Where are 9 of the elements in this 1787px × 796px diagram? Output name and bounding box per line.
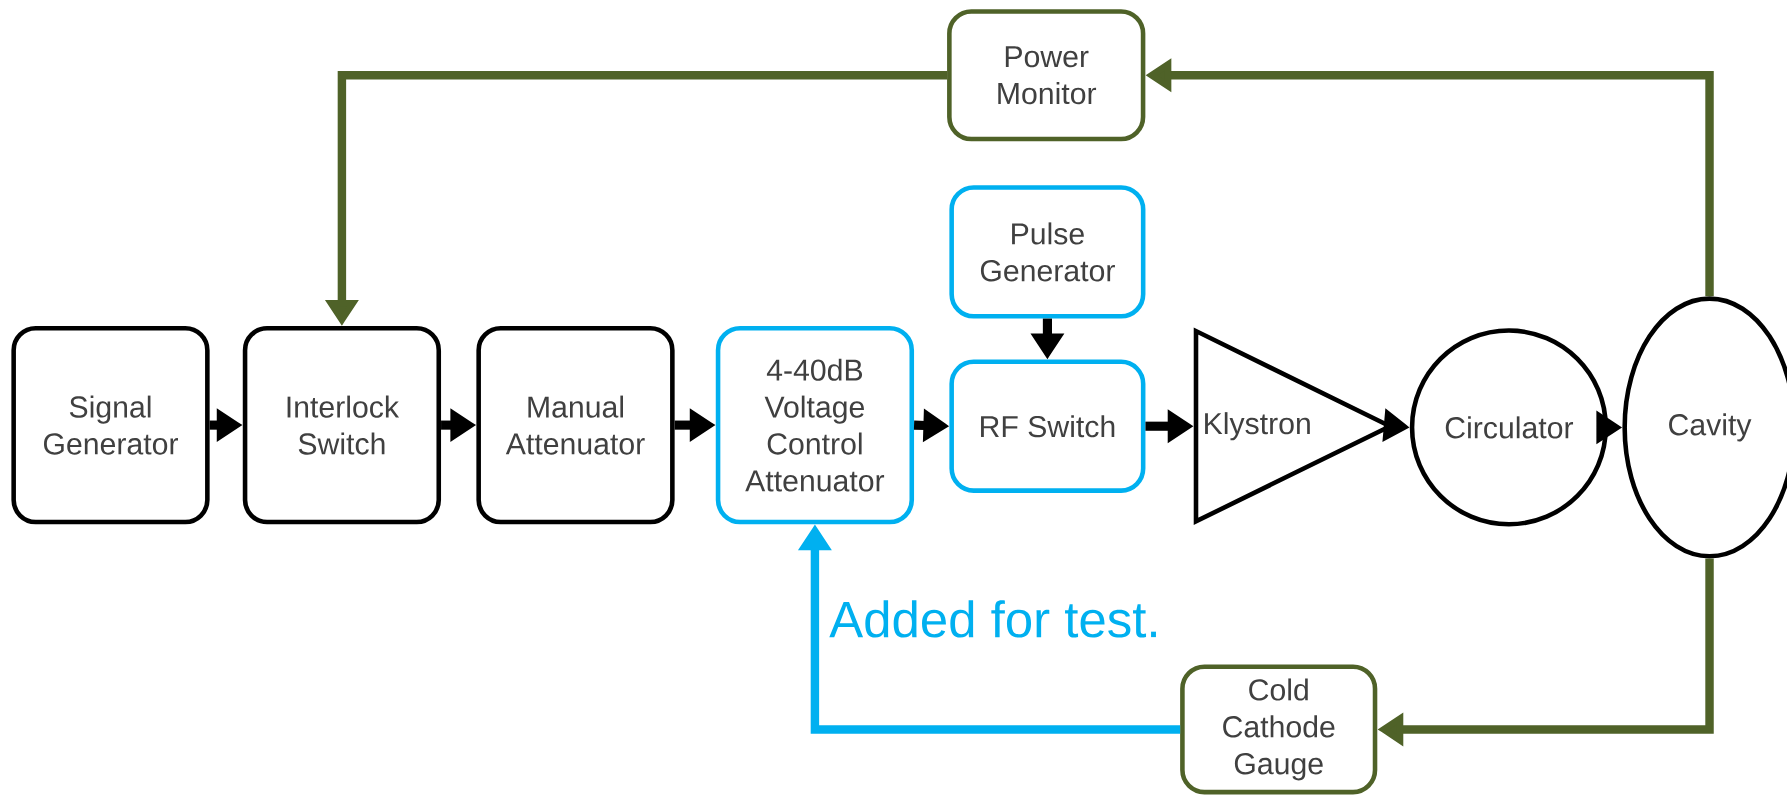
process-box: RF Switch [949,359,1146,494]
process-box: Manual Attenuator [476,326,675,525]
annotation-text: Added for test. [829,600,1156,638]
process-box: Signal Generator [11,326,210,525]
process-box: 4-40dB Voltage Control Attenuator [715,326,915,525]
process-box: Pulse Generator [949,185,1146,319]
process-box: Power Monitor [947,9,1146,142]
process-box: Cold Cathode Gauge [1180,664,1378,795]
process-box: Interlock Switch [242,326,442,525]
